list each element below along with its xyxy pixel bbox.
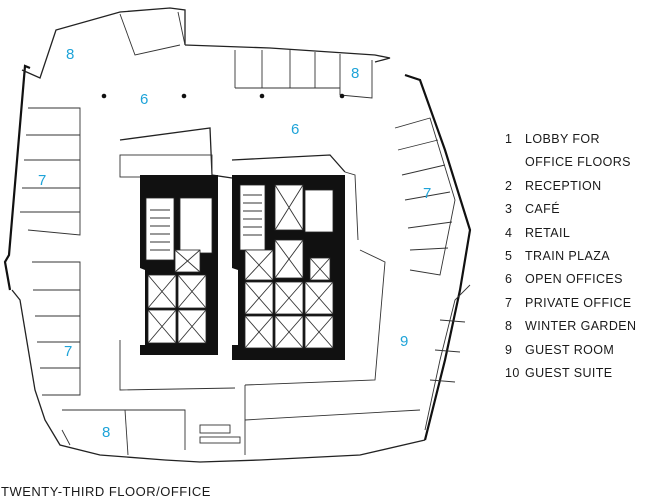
- legend-item: 8 WINTER GARDEN: [505, 315, 645, 338]
- legend-number: 5: [505, 249, 513, 264]
- legend-item: 3 CAFÉ: [505, 198, 645, 221]
- legend-label: WINTER GARDEN: [525, 319, 637, 334]
- legend-number: 1: [505, 132, 513, 146]
- legend-label: TRAIN PLAZA: [525, 249, 610, 264]
- legend-item: 5 TRAIN PLAZA: [505, 245, 645, 268]
- legend-item: 1 LOBBY FOR: [505, 128, 645, 151]
- legend-label: OFFICE FLOORS: [525, 155, 631, 170]
- legend-number: 4: [505, 225, 513, 240]
- room-label-winter-garden-ne: 8: [351, 65, 359, 82]
- legend-item: 9 GUEST ROOM: [505, 339, 645, 362]
- west-offices: [20, 107, 81, 396]
- room-label-open-offices-center: 6: [291, 121, 299, 138]
- legend-label: LOBBY FOR: [525, 132, 600, 146]
- outer-walls: [3, 7, 472, 463]
- legend-number: 2: [505, 178, 513, 193]
- legend-label: RETAIL: [525, 225, 571, 240]
- room-label-winter-garden-south: 8: [102, 424, 110, 441]
- north-rooms: [101, 50, 373, 99]
- legend-number: 9: [505, 342, 513, 357]
- floor-plan: 8 8 6 6 7 7 7 9 8: [3, 7, 472, 463]
- legend-item: 6 OPEN OFFICES: [505, 268, 645, 291]
- legend-number: [505, 151, 525, 174]
- legend-label: PRIVATE OFFICE: [525, 295, 632, 310]
- legend-number: 8: [505, 319, 513, 334]
- room-label-private-office-west: 7: [38, 172, 46, 189]
- legend-item: 2 RECEPTION: [505, 175, 645, 198]
- room-label-private-office-sw: 7: [64, 343, 72, 360]
- core-left: [119, 127, 233, 355]
- legend-number: 7: [505, 295, 513, 310]
- south-rooms: [61, 340, 241, 456]
- room-label-private-office-east: 7: [423, 185, 431, 202]
- room-label-guest-room: 9: [400, 333, 408, 350]
- legend-label: OPEN OFFICES: [525, 272, 623, 287]
- legend-item: OFFICE FLOORS: [505, 151, 645, 174]
- legend-label: RECEPTION: [525, 178, 602, 193]
- legend-item: 4 RETAIL: [505, 222, 645, 245]
- legend-item: 7 PRIVATE OFFICE: [505, 292, 645, 315]
- legend-label: GUEST ROOM: [525, 342, 615, 357]
- east-offices: [394, 117, 471, 431]
- plan-title: TWENTY-THIRD FLOOR/OFFICE: [1, 484, 211, 499]
- legend-label: GUEST SUITE: [525, 366, 613, 381]
- legend-number: 6: [505, 272, 513, 287]
- core-right: [231, 154, 359, 360]
- guest-room: [244, 249, 421, 455]
- room-label-winter-garden-nw: 8: [66, 46, 74, 63]
- legend-item: 10 GUEST SUITE: [505, 362, 645, 385]
- legend-number: 10: [505, 366, 520, 381]
- legend-number: 3: [505, 202, 513, 217]
- room-label-open-offices-north: 6: [140, 91, 148, 108]
- legend-label: CAFÉ: [525, 202, 560, 217]
